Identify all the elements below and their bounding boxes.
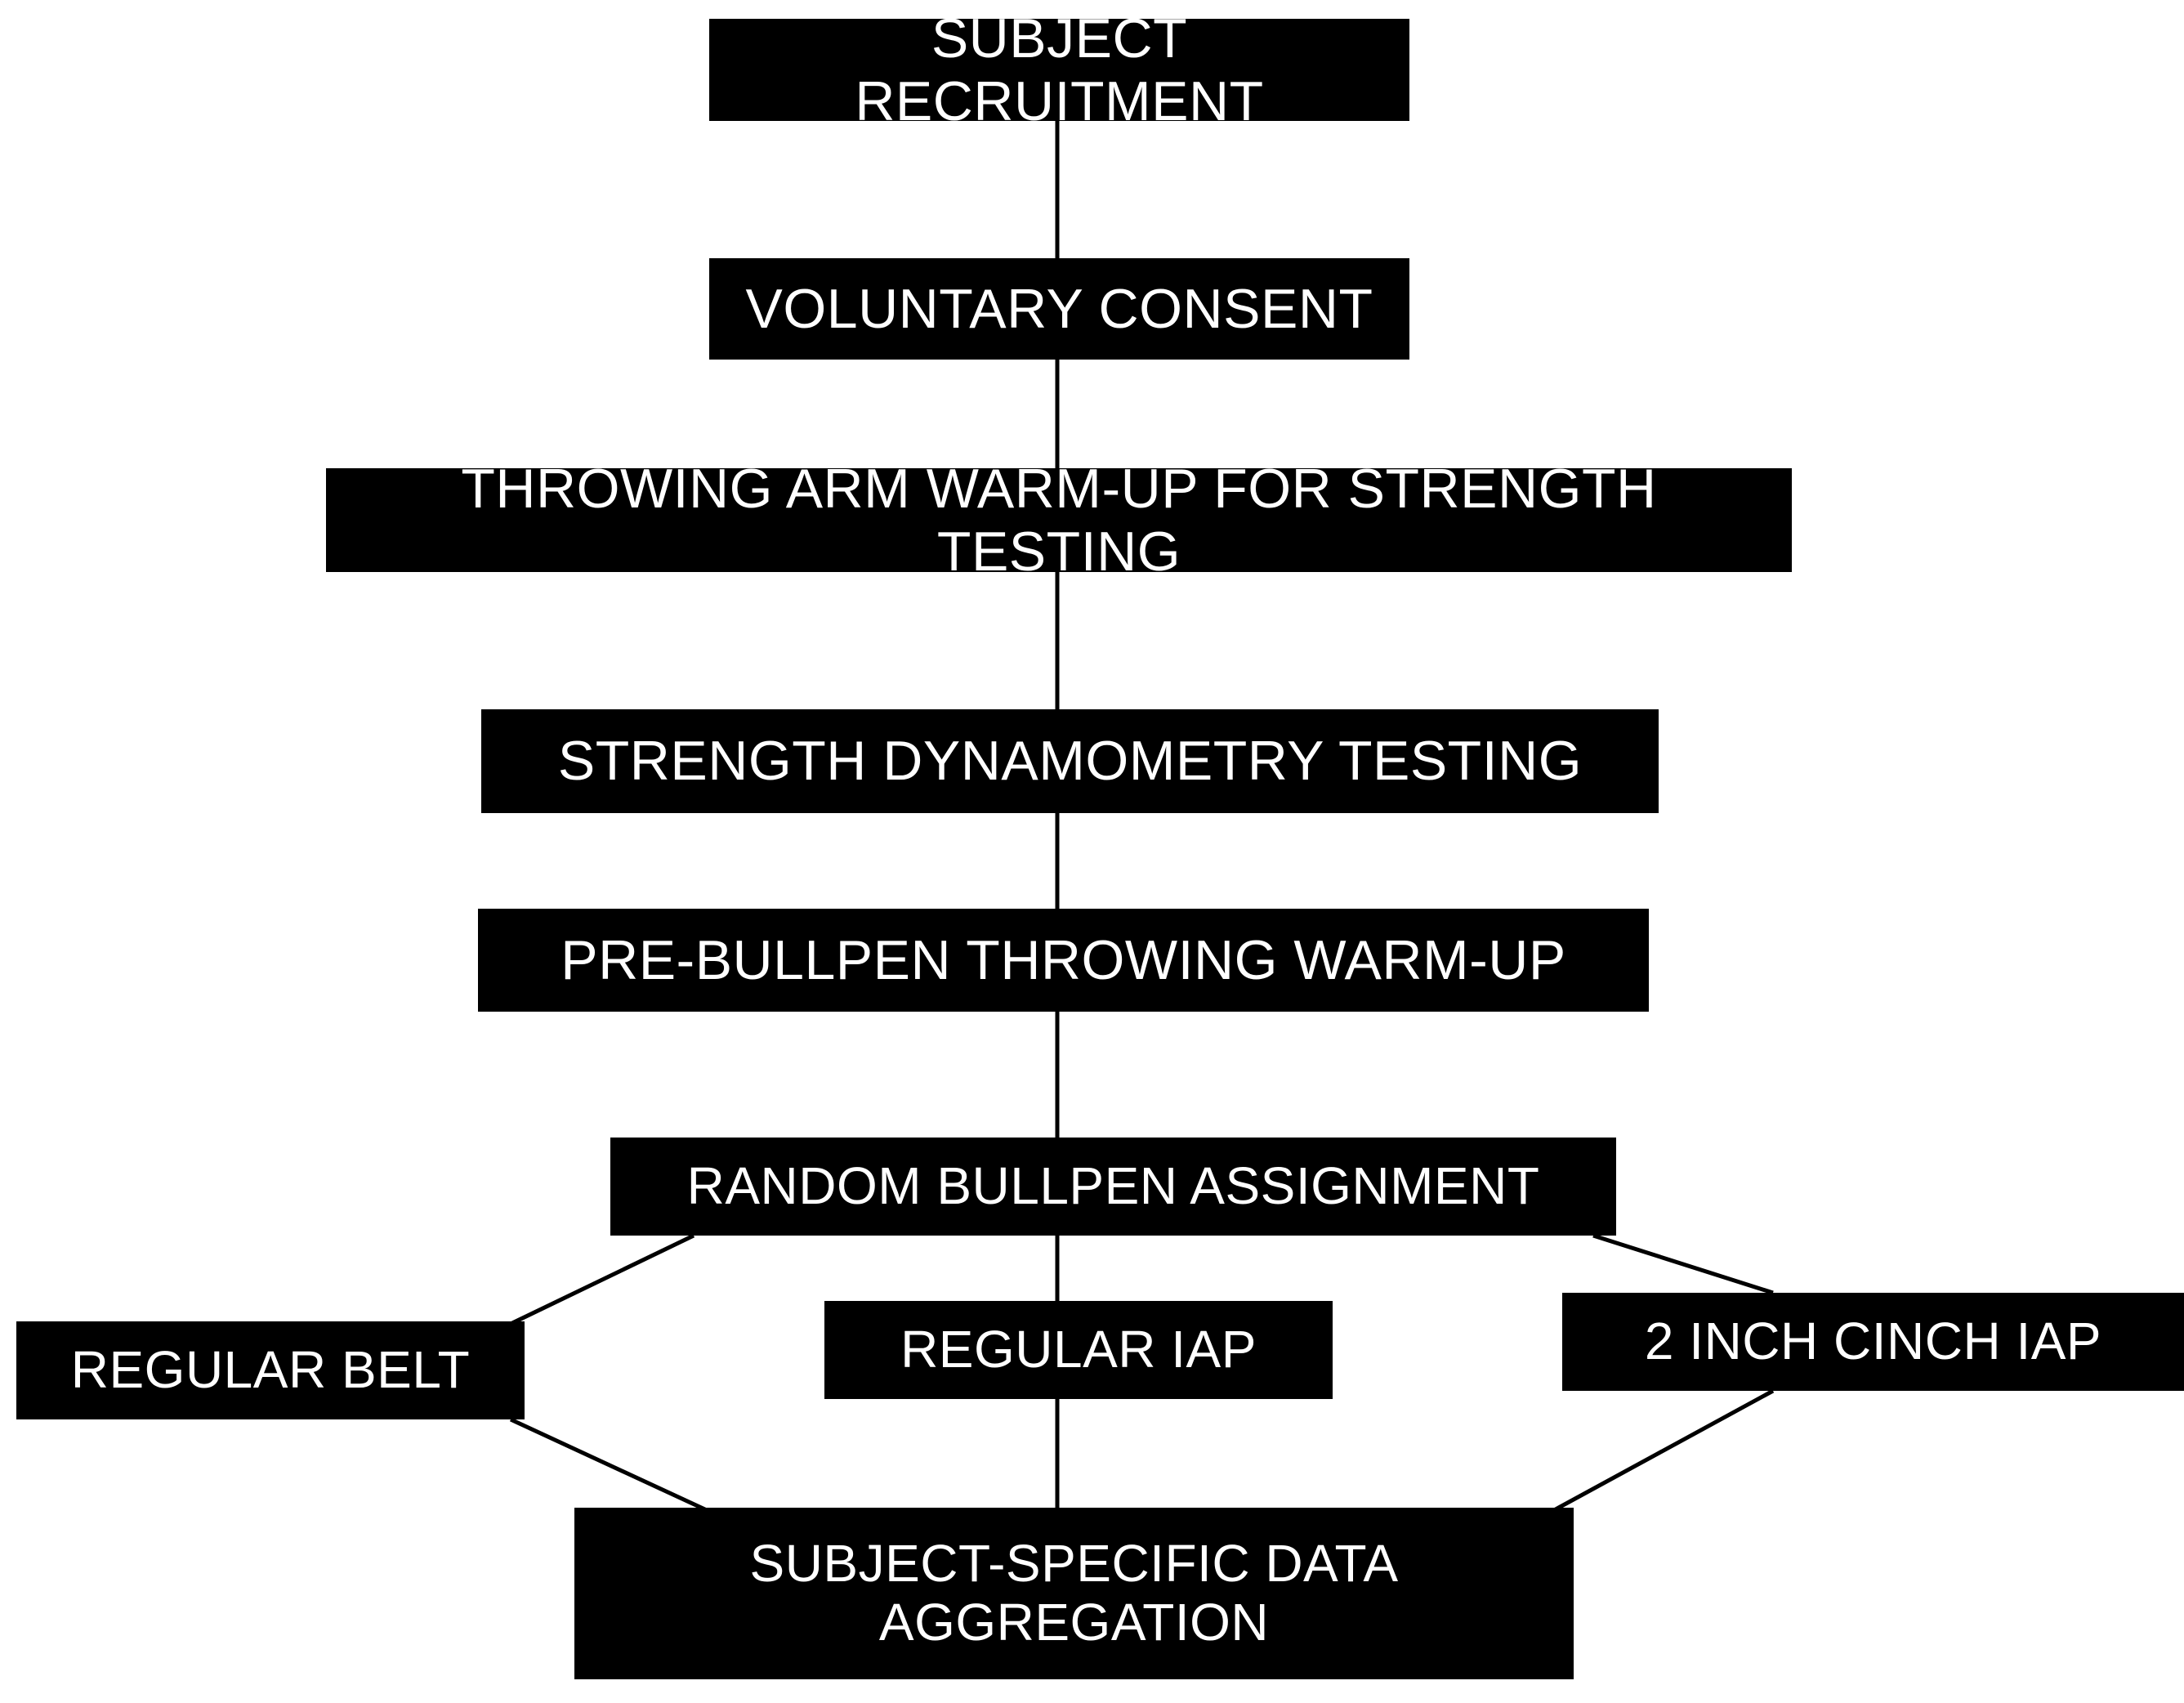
node-pre-bullpen-throwing-warm-up: PRE-BULLPEN THROWING WARM-UP (478, 909, 1649, 1012)
node-label: REGULAR BELT (70, 1340, 471, 1400)
edge-random-assignment-to-cinch-iap (1592, 1233, 1774, 1295)
node-subject-recruitment: SUBJECT RECRUITMENT (709, 7, 1409, 132)
node-regular-belt: REGULAR BELT (16, 1321, 525, 1419)
node-regular-iap: REGULAR IAP (824, 1301, 1333, 1399)
node-label: REGULAR IAP (900, 1320, 1257, 1379)
node-throwing-arm-warm-up-for-strength-testing: THROWING ARM WARM-UP FOR STRENGTH TESTIN… (326, 458, 1792, 583)
node-label: RANDOM BULLPEN ASSIGNMENT (686, 1156, 1540, 1216)
edge-cinch-iap-to-data-aggregation (1534, 1388, 1775, 1522)
node-label: THROWING ARM WARM-UP FOR STRENGTH TESTIN… (461, 458, 1657, 583)
node-label: SUBJECT RECRUITMENT (855, 7, 1264, 132)
node-label: SUBJECT-SPECIFIC DATA AGGREGATION (749, 1534, 1399, 1652)
node-subject-specific-data-aggregation: SUBJECT-SPECIFIC DATA AGGREGATION (574, 1508, 1574, 1679)
node-label: PRE-BULLPEN THROWING WARM-UP (561, 928, 1566, 991)
node-voluntary-consent: VOLUNTARY CONSENT (709, 258, 1409, 360)
node-label: STRENGTH DYNAMOMETRY TESTING (557, 730, 1583, 793)
edge-random-assignment-to-regular-belt (509, 1233, 695, 1326)
node-label: 2 INCH CINCH IAP (1644, 1312, 2102, 1371)
node-strength-dynamometry-testing: STRENGTH DYNAMOMETRY TESTING (481, 709, 1659, 813)
node-2-inch-cinch-iap: 2 INCH CINCH IAP (1562, 1293, 2184, 1391)
node-random-bullpen-assignment: RANDOM BULLPEN ASSIGNMENT (610, 1138, 1616, 1236)
edge-regular-belt-to-data-aggregation (509, 1417, 721, 1518)
node-label: VOLUNTARY CONSENT (745, 277, 1373, 340)
